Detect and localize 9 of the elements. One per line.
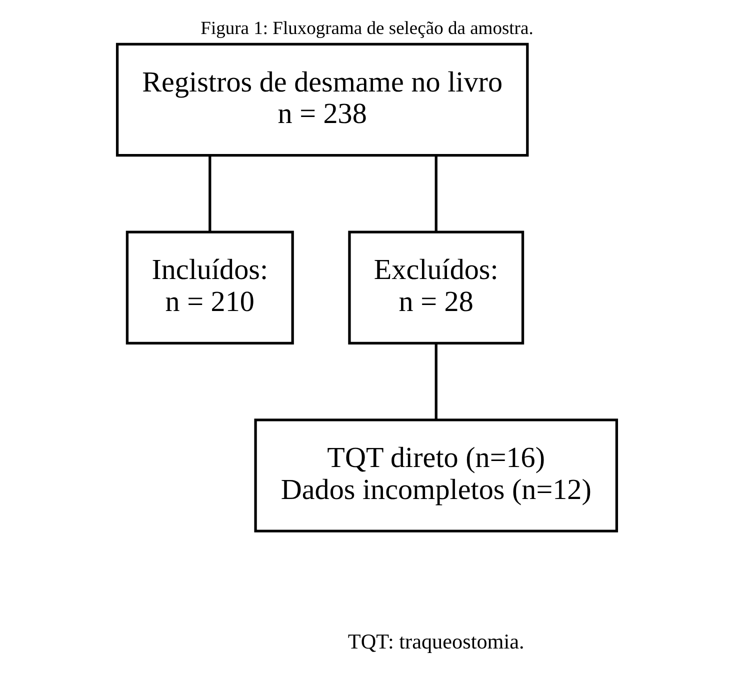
connector xyxy=(208,156,211,232)
diagram-title: Figura 1: Fluxograma de seleção da amostra. xyxy=(200,18,533,39)
caption: TQT: traqueostomia. xyxy=(347,630,524,654)
connector xyxy=(434,343,437,420)
node-box: Incluídos: n = 210 xyxy=(125,230,294,345)
node-box: Excluídos: n = 28 xyxy=(348,230,524,345)
connector xyxy=(434,156,437,232)
node-box: TQT direto (n=16) Dados incompletos (n=12) xyxy=(254,418,618,532)
node-box: Registros de desmame no livro n = 238 xyxy=(115,42,528,157)
